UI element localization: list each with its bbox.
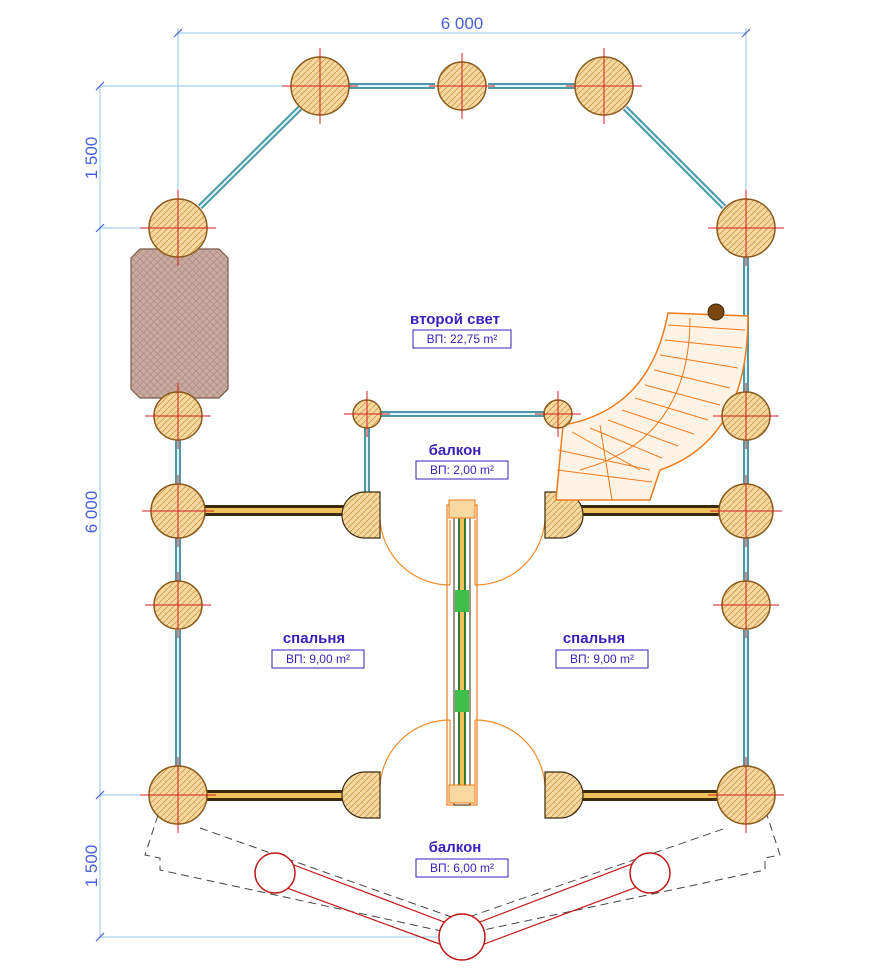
dimension-left-upper: 1 500 (82, 137, 101, 180)
post-top-right (566, 48, 642, 124)
room-balcony-lower: балкон ВП: 6,00 m² (415, 839, 509, 878)
room-area: ВП: 2,00 m² (430, 463, 494, 477)
room-area-box (415, 858, 509, 878)
post-mid-left (145, 383, 211, 449)
balcony-posts (254, 852, 671, 961)
room-name: второй свет (410, 311, 500, 328)
room-area-box (415, 460, 509, 480)
room-area: ВП: 22,75 m² (427, 332, 498, 346)
room-bedroom-right: спальня ВП: 9,00 m² (555, 630, 649, 669)
room-area-box (412, 329, 512, 349)
room-name: спальня (563, 630, 625, 647)
stair-post (707, 303, 725, 321)
room-name: балкон (429, 839, 482, 856)
balcony-railing (364, 411, 558, 505)
post-wall-right (710, 475, 782, 547)
dimension-top-width: 6 000 (441, 14, 484, 33)
spiral-staircase (555, 312, 749, 501)
post-lower-left (145, 572, 211, 638)
door-swings (379, 519, 546, 786)
post-top-center (429, 53, 495, 119)
room-area: ВП: 9,00 m² (570, 652, 634, 666)
post-bottom-right (708, 757, 784, 833)
room-area-box (555, 649, 649, 669)
post-bottom-left (140, 757, 216, 833)
room-bedroom-left: спальня ВП: 9,00 m² (271, 630, 365, 669)
post-lower-right (713, 572, 779, 638)
room-name: спальня (283, 630, 345, 647)
door-jambs (341, 491, 584, 819)
post-upper-left (140, 190, 216, 266)
balcony-rails (275, 861, 646, 947)
room-name: балкон (429, 442, 482, 459)
dimension-left-middle: 6 000 (82, 491, 101, 534)
timber-posts (140, 48, 784, 833)
room-area-box (271, 649, 365, 669)
dimension-ticks (95, 28, 751, 942)
post-balcony-left (344, 391, 390, 437)
room-second-light: второй свет ВП: 22,75 m² (410, 311, 512, 349)
balcony-post-right (629, 852, 671, 894)
interior-walls (203, 499, 722, 806)
room-area: ВП: 9,00 m² (286, 652, 350, 666)
dimension-left-lower: 1 500 (82, 845, 101, 888)
post-wall-left (142, 475, 214, 547)
balcony-post-left (254, 852, 296, 894)
room-area: ВП: 6,00 m² (430, 861, 494, 875)
post-upper-right (708, 190, 784, 266)
post-top-left (282, 48, 358, 124)
post-mid-right (713, 383, 779, 449)
balcony-post-center (438, 913, 486, 961)
stove (130, 248, 229, 399)
room-balcony-upper: балкон ВП: 2,00 m² (415, 442, 509, 480)
post-balcony-right (535, 391, 581, 437)
